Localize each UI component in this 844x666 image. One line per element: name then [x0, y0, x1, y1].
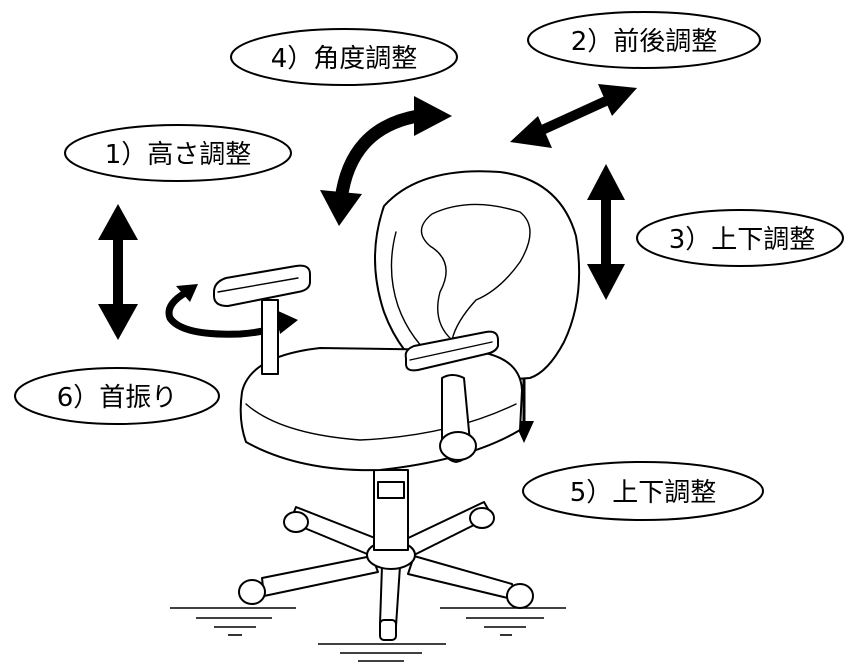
right-armrest [404, 330, 499, 463]
left-armrest [213, 264, 311, 375]
office-chair-illustration [170, 170, 581, 662]
callout-height-label: 1）高さ調整 [105, 140, 252, 170]
callout-height: 1）高さ調整 [64, 124, 292, 182]
callout-front-back-bubble [527, 11, 761, 69]
callout-backrest-bubble [636, 209, 844, 267]
backrest-updown-arrow-icon [587, 164, 625, 300]
callout-front-back-label: 2）前後調整 [571, 27, 718, 57]
callout-backrest-label: 3）上下調整 [669, 225, 816, 255]
gas-cylinder [373, 469, 409, 551]
callout-swivel-bubble [14, 367, 220, 425]
callout-front-back: 2）前後調整 [527, 11, 761, 69]
seat [239, 347, 523, 472]
angle-arrow-icon [320, 96, 452, 226]
callout-angle-bubble [230, 28, 458, 86]
callout-angle-label: 4）角度調整 [271, 44, 418, 74]
callout-angle: 4）角度調整 [230, 28, 458, 86]
callout-backrest-updown: 3）上下調整 [636, 209, 844, 267]
callout-armrest-label: 5）上下調整 [570, 478, 717, 508]
callout-armrest-bubble [522, 461, 764, 521]
callout-armrest-updown: 5）上下調整 [522, 461, 764, 521]
front-back-arrow-icon [510, 84, 637, 148]
callout-swivel: 6）首振り [14, 367, 220, 425]
chair-base [238, 501, 534, 641]
floor-lines [170, 607, 566, 662]
callout-height-bubble [64, 124, 292, 182]
callout-swivel-label: 6）首振り [57, 383, 178, 413]
height-arrow-icon [98, 204, 138, 340]
